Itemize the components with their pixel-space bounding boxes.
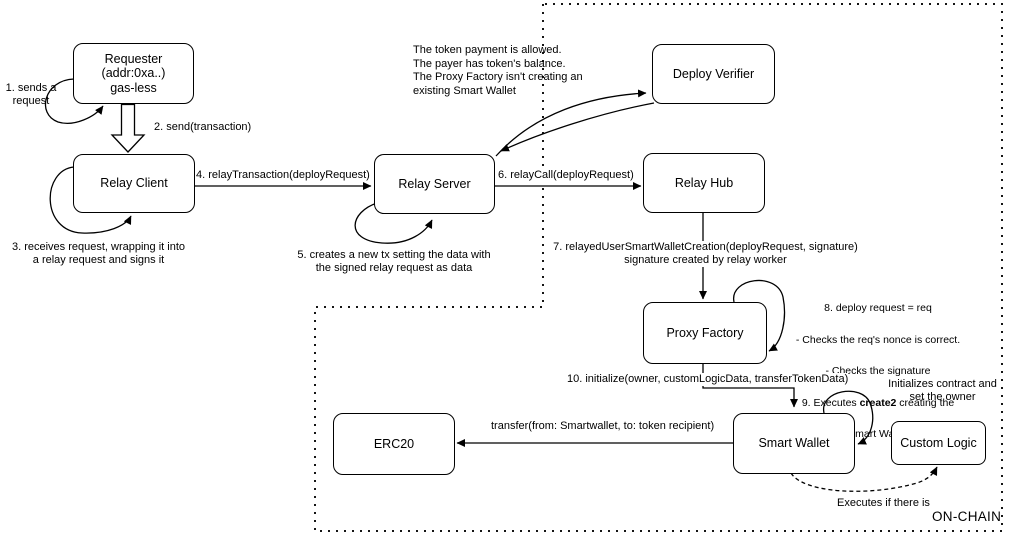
label-step7: 7. relayedUserSmartWalletCreation(deploy…	[548, 241, 863, 267]
label-executes-note: Executes if there is	[837, 497, 930, 509]
label-transfer-call: transfer(from: Smartwallet, to: token re…	[491, 420, 715, 433]
label-steps8-9: 8. deploy request = req - Checks the req…	[780, 282, 976, 461]
label-step6: 6. relayCall(deployRequest)	[498, 169, 634, 182]
arrow-smart-wallet-to-custom-logic	[790, 466, 938, 492]
label-step5: 5. creates a new tx setting the data wit…	[297, 249, 491, 274]
requester-self-loop-arrow	[44, 78, 104, 124]
proxy-factory-self-loop-arrow	[733, 279, 786, 352]
arrow-deploy-verifier-to-relay-server	[500, 102, 655, 152]
label-step8-line1: 8. deploy request = req	[824, 302, 932, 314]
smart-wallet-self-loop-arrow	[823, 390, 874, 445]
node-deploy-verifier: Deploy Verifier	[652, 44, 775, 104]
onchain-boundary	[314, 3, 1003, 532]
relay-client-self-loop-arrow	[49, 166, 132, 234]
label-step3: 3. receives request, wrapping it into a …	[11, 241, 186, 266]
node-relay-client: Relay Client	[73, 154, 195, 213]
node-custom-logic: Custom Logic	[891, 421, 986, 465]
node-relay-server: Relay Server	[374, 154, 495, 214]
node-smart-wallet: Smart Wallet	[733, 413, 855, 474]
node-erc20: ERC20	[333, 413, 455, 475]
label-step2: 2. send(transaction)	[154, 121, 252, 133]
label-step4: 4. relayTransaction(deployRequest)	[196, 169, 370, 181]
node-proxy-factory: Proxy Factory	[643, 302, 767, 364]
label-step8-line3: - Checks the signature	[825, 365, 931, 377]
label-step1: 1. sends a request	[5, 82, 57, 107]
relay-server-self-loop-arrow	[354, 202, 433, 244]
label-initializes-note: Initializes contract and set the owner	[888, 378, 997, 403]
label-step9-line1: 9. Executes create2 creating the	[801, 396, 955, 409]
send-transaction-arrow	[110, 103, 146, 153]
label-step10: 10. initialize(owner, customLogicData, t…	[567, 373, 849, 386]
label-step9-line2: Smart Wallet	[848, 428, 908, 440]
create2-keyword: create2	[859, 396, 897, 409]
onchain-region-label: ON-CHAIN	[932, 509, 1002, 524]
node-relay-hub: Relay Hub	[643, 153, 765, 213]
label-step8-line2: - Checks the req's nonce is correct.	[795, 333, 961, 346]
label-verifier-checks: The token payment is allowed. The payer …	[413, 44, 583, 97]
arrow-relay-server-to-deploy-verifier	[495, 89, 647, 157]
node-requester: Requester (addr:0xa..) gas-less	[73, 43, 194, 104]
